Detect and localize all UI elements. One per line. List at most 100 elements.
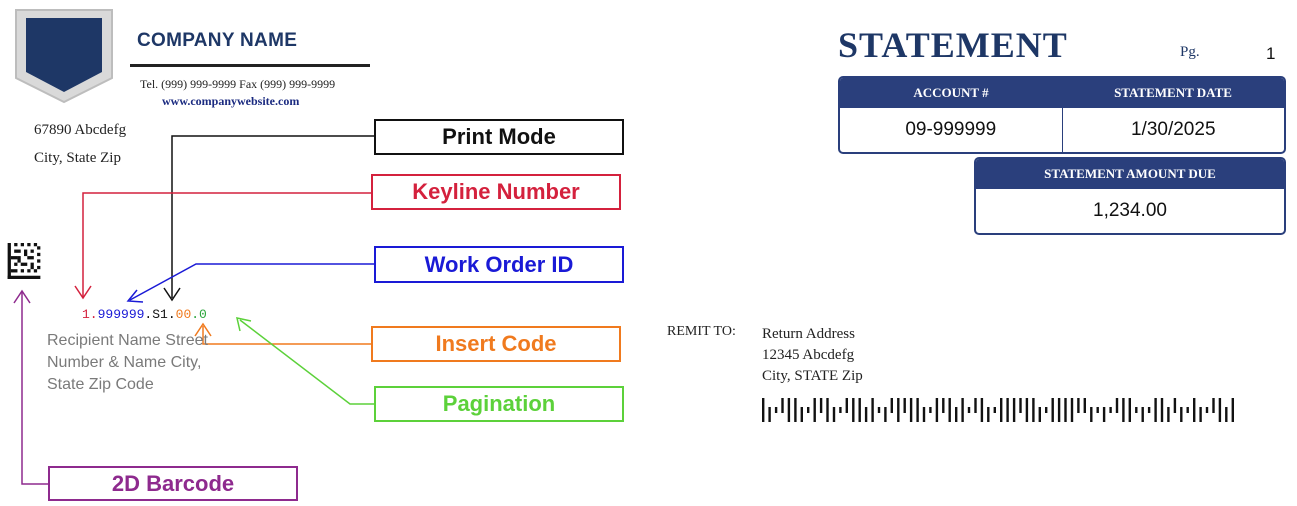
2d-barcode-callout: 2D Barcode xyxy=(48,466,298,501)
account-number-header: ACCOUNT # xyxy=(913,85,989,100)
keyline-string: 1.999999.S1.00.0 xyxy=(82,307,207,322)
insert-code-connector xyxy=(202,326,372,345)
company-divider xyxy=(130,64,370,67)
company-name: COMPANY NAME xyxy=(137,30,298,51)
postal-bar xyxy=(1032,398,1035,422)
postal-bar xyxy=(1090,407,1093,422)
company-phone-fax: Tel. (999) 999-9999 Fax (999) 999-9999 xyxy=(140,77,336,91)
postal-bar xyxy=(774,407,778,413)
postal-bar xyxy=(787,398,791,422)
postal-bar xyxy=(1128,398,1131,422)
postal-bar xyxy=(1019,398,1022,413)
postal-bar xyxy=(993,407,996,413)
postal-bar xyxy=(955,407,958,422)
postal-bar xyxy=(1038,407,1041,422)
postal-bar xyxy=(916,398,919,422)
postal-bar xyxy=(1231,398,1234,422)
company-address-line1: 67890 Abcdefg xyxy=(34,122,127,138)
postal-bar xyxy=(974,398,977,413)
postal-bar xyxy=(1173,398,1177,413)
company-website: www.companywebsite.com xyxy=(162,94,300,108)
recipient-line3: State Zip Code xyxy=(47,376,154,393)
print-mode-callout: Print Mode xyxy=(374,119,624,155)
postal-bar xyxy=(922,407,926,422)
pagination-connector xyxy=(239,319,375,405)
postal-bar xyxy=(884,407,887,422)
page-number: 1 xyxy=(1266,44,1276,63)
postal-bar xyxy=(1064,398,1067,422)
amount-due-value: 1,234.00 xyxy=(1093,200,1167,221)
postal-bar xyxy=(1154,398,1157,422)
postal-bar xyxy=(1012,398,1016,422)
postal-bar xyxy=(890,398,893,413)
postal-barcode xyxy=(762,398,1234,422)
postal-bar xyxy=(909,398,913,422)
postal-bar xyxy=(1102,407,1106,422)
keyline-connector xyxy=(82,192,372,297)
postal-bar xyxy=(1167,407,1170,422)
postal-bar xyxy=(1083,398,1086,413)
account-info-table: ACCOUNT # STATEMENT DATE 09-999999 1/30/… xyxy=(838,76,1286,154)
postal-bar xyxy=(826,398,829,422)
keyline-number-callout: Keyline Number xyxy=(371,174,621,210)
recipient-line2: Number & Name City, xyxy=(47,354,202,371)
statement-date-header: STATEMENT DATE xyxy=(1114,85,1232,100)
postal-bar xyxy=(897,398,900,422)
postal-bar xyxy=(807,407,810,413)
amount-due-header: STATEMENT AMOUNT DUE xyxy=(1044,166,1216,181)
remit-to-label: REMIT TO: xyxy=(667,324,736,339)
postal-bar xyxy=(942,398,945,413)
work-order-connector xyxy=(129,263,375,301)
postal-bar xyxy=(813,398,816,422)
postal-bar xyxy=(1122,398,1125,422)
postal-bar xyxy=(980,398,984,422)
postal-bar xyxy=(1051,398,1054,422)
postal-bar xyxy=(1025,398,1029,422)
insert-code-segment: 00 xyxy=(175,307,192,322)
postal-bar xyxy=(832,407,836,422)
postal-bar xyxy=(1006,398,1009,422)
postal-bar xyxy=(1115,398,1119,413)
remit-address: Return Address 12345 Abcdefg City, STATE… xyxy=(762,324,863,387)
barcode-connector xyxy=(21,292,48,485)
work-order-id-callout: Work Order ID xyxy=(374,246,624,283)
postal-bar xyxy=(1109,407,1112,413)
postal-bar xyxy=(967,407,971,413)
amount-due-table: STATEMENT AMOUNT DUE 1,234.00 xyxy=(974,157,1286,235)
postal-bar xyxy=(1077,398,1080,413)
postal-bar xyxy=(948,398,951,422)
recipient-line1: Recipient Name Street xyxy=(47,332,208,349)
postal-bar xyxy=(1096,407,1099,413)
postal-bar xyxy=(1160,398,1164,422)
print-mode-segment: .S1. xyxy=(144,307,176,322)
postal-bar xyxy=(1057,398,1061,422)
postal-bar xyxy=(987,407,990,422)
postal-bar xyxy=(819,398,823,413)
postal-bar xyxy=(1147,407,1151,413)
postal-bar xyxy=(1186,407,1189,413)
company-logo-shield xyxy=(15,9,113,104)
remit-line2: 12345 Abcdefg xyxy=(762,347,855,363)
postal-bar xyxy=(1180,407,1183,422)
postal-bar xyxy=(839,407,842,413)
statement-date-value: 1/30/2025 xyxy=(1061,108,1285,152)
postal-bar xyxy=(871,398,874,422)
datamatrix-barcode xyxy=(7,243,41,279)
work-order-segment: 999999 xyxy=(97,307,145,322)
postal-bar xyxy=(762,398,765,422)
postal-bar xyxy=(935,398,939,422)
postal-bar xyxy=(768,407,771,422)
postal-bar xyxy=(781,398,784,413)
page-label: Pg. xyxy=(1180,44,1200,60)
recipient-address: Recipient Name Street Number & Name City… xyxy=(47,330,257,396)
account-number-value: 09-999999 xyxy=(905,119,997,140)
postal-bar xyxy=(864,407,868,422)
postal-bar xyxy=(1225,407,1228,422)
pagination-segment: .0 xyxy=(191,307,207,322)
postal-bar xyxy=(794,398,797,422)
postal-bar xyxy=(1218,398,1222,422)
postal-bar xyxy=(1000,398,1003,422)
postal-bar xyxy=(858,398,861,422)
postal-bar xyxy=(1135,407,1138,413)
postal-bar xyxy=(1070,398,1074,422)
